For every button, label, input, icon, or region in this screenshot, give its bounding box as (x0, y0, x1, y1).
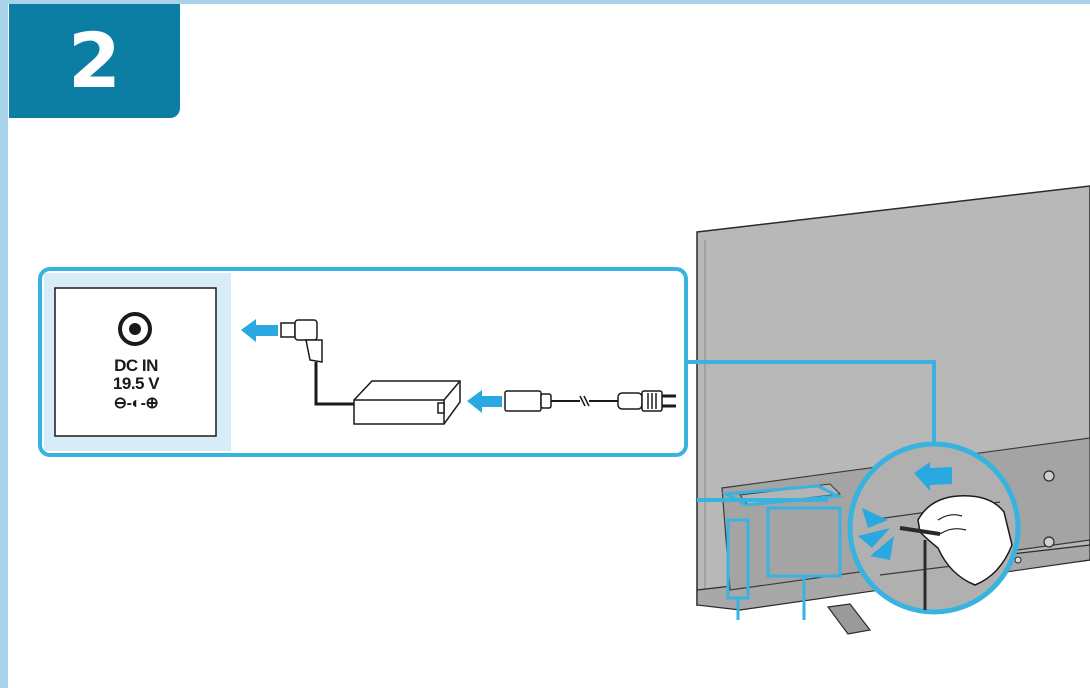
power-plug-icon (617, 390, 676, 412)
magnifier-circle (847, 441, 1022, 615)
page-frame-top (0, 0, 1090, 4)
ac-adapter-icon (353, 380, 461, 425)
arrow-left-icon (467, 390, 502, 413)
callout-lines (686, 360, 936, 620)
page-frame-left (0, 0, 8, 688)
voltage-label: 19.5 V (112, 374, 160, 393)
dc-plug (280, 319, 354, 406)
step-badge: 2 (9, 4, 180, 118)
arrow-left-icon (914, 462, 952, 491)
dc-in-label: DC IN (114, 356, 158, 375)
ac-cord (504, 390, 618, 412)
arrow-left-icon (241, 319, 278, 342)
dc-jack-icon (118, 312, 152, 346)
hand-icon (899, 495, 1013, 610)
polarity-symbol: ⊖-◐-⊕ (113, 395, 159, 412)
step-number: 2 (68, 16, 121, 105)
port-panel-callout (38, 267, 688, 457)
